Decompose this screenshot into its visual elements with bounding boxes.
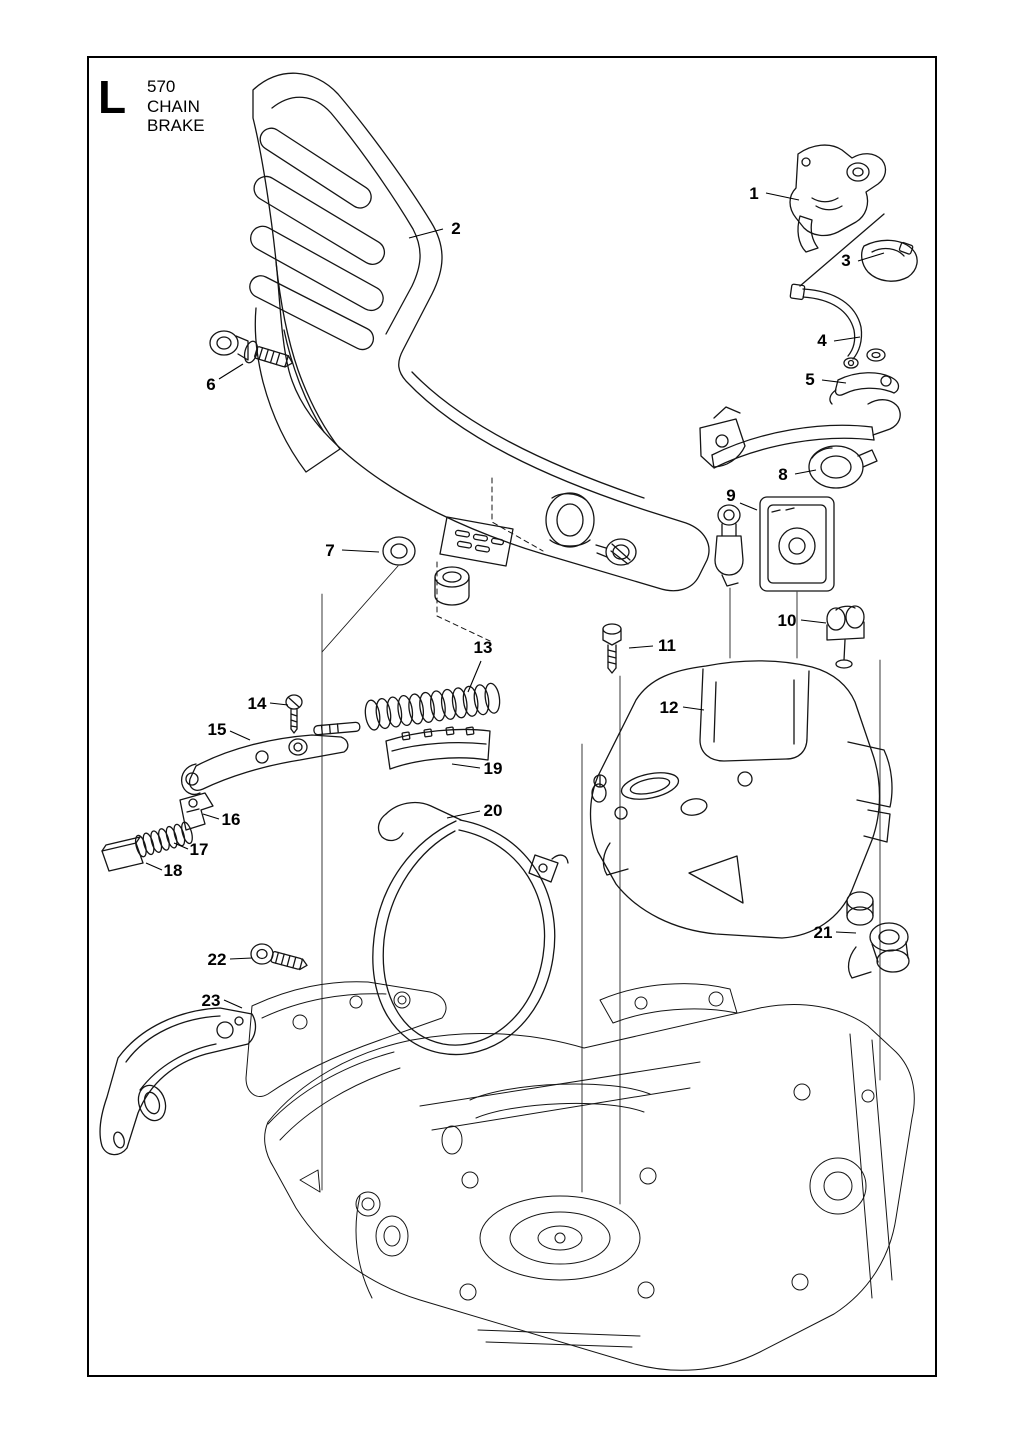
leader-line-part-14: [269, 702, 289, 706]
part-number-8: 8: [778, 465, 787, 484]
leader-line-part-5: [821, 379, 847, 384]
leader-line-part-10: [800, 619, 827, 624]
brake-band-drawing: [372, 801, 569, 1056]
part-number-1: 1: [749, 184, 758, 203]
leader-line-part-17: [173, 842, 189, 850]
leader-line-part-13: [467, 660, 482, 693]
part-number-20: 20: [484, 801, 503, 820]
part-number-15: 15: [208, 720, 227, 739]
leader-line-part-8: [794, 469, 817, 475]
title-line1: CHAIN: [147, 97, 200, 116]
leader-line-part-12: [682, 706, 705, 711]
damper-piston-drawing: [714, 504, 744, 587]
latch-bracket-drawing: [179, 792, 214, 831]
part-number-6: 6: [206, 375, 215, 394]
leader-line-part-6: [218, 363, 244, 380]
title-line2: BRAKE: [147, 116, 205, 135]
trigger-assembly-drawing: [789, 144, 887, 287]
part-number-22: 22: [208, 950, 227, 969]
screw-14-drawing: [285, 694, 303, 734]
leader-line-part-4: [833, 336, 861, 342]
spring-band-drawing: [861, 239, 918, 282]
part-number-7: 7: [325, 541, 334, 560]
part-number-14: 14: [248, 694, 267, 713]
leader-line-part-22: [229, 957, 253, 960]
screw-22-drawing: [250, 943, 308, 971]
part-number-13: 13: [474, 638, 493, 657]
leader-line-part-7: [341, 549, 380, 553]
part-number-11: 11: [658, 636, 676, 655]
leader-line-part-11: [628, 645, 654, 649]
bumper-clamps-drawing: [846, 891, 910, 979]
part-number-10: 10: [778, 611, 797, 630]
crankcase-assembly-drawing: [245, 981, 915, 1371]
model-number: 570: [147, 77, 175, 96]
leader-line-part-23: [223, 999, 243, 1009]
part-number-5: 5: [805, 370, 814, 389]
part-number-4: 4: [817, 331, 827, 350]
leader-line-part-20: [446, 810, 481, 819]
leader-line-part-19: [451, 763, 481, 769]
leader-line-part-2: [408, 228, 444, 239]
brake-cover-drawing: [589, 660, 893, 939]
leader-line-part-1: [765, 192, 800, 201]
band-bracket-drawing: [699, 399, 901, 469]
part-number-21: 21: [814, 923, 833, 942]
part-number-19: 19: [484, 759, 503, 778]
lever-drawing: [829, 372, 900, 405]
page-border: [87, 56, 937, 1377]
alignment-lines: [321, 565, 881, 1205]
leader-line-part-9: [739, 502, 758, 511]
leader-line-part-18: [145, 862, 163, 871]
leader-line-part-3: [857, 252, 885, 262]
screw-11-drawing: [602, 623, 622, 674]
cover-plate-drawing: [759, 496, 835, 592]
knee-lever-drawing: [180, 721, 361, 796]
cable-drawing: [789, 283, 886, 369]
leader-line-part-16: [202, 813, 220, 820]
catcher-plate-drawing: [99, 1007, 257, 1156]
guard-screw-drawing: [209, 330, 293, 368]
small-spring-drawing: [134, 821, 193, 858]
leader-line-part-21: [835, 931, 857, 934]
small-clamp-drawing: [826, 605, 865, 669]
part-number-9: 9: [726, 486, 735, 505]
clamp-ring-drawing: [808, 445, 878, 489]
hand-guard-drawing: [249, 72, 710, 642]
part-number-2: 2: [451, 219, 460, 238]
leader-line-part-15: [229, 730, 251, 741]
part-number-23: 23: [202, 991, 221, 1010]
part-number-12: 12: [660, 698, 679, 717]
rubber-block-drawing: [101, 836, 144, 872]
part-number-17: 17: [190, 840, 209, 859]
section-letter: L: [98, 71, 126, 123]
spring-sleeve-drawing: [385, 726, 491, 770]
part-number-3: 3: [841, 251, 850, 270]
part-number-16: 16: [222, 810, 241, 829]
part-number-18: 18: [164, 861, 183, 880]
coil-spring-drawing: [364, 682, 501, 731]
title-block: L 570 CHAIN BRAKE: [98, 71, 205, 135]
bushings-drawing: [382, 536, 470, 606]
exploded-view-artwork: [99, 72, 918, 1371]
